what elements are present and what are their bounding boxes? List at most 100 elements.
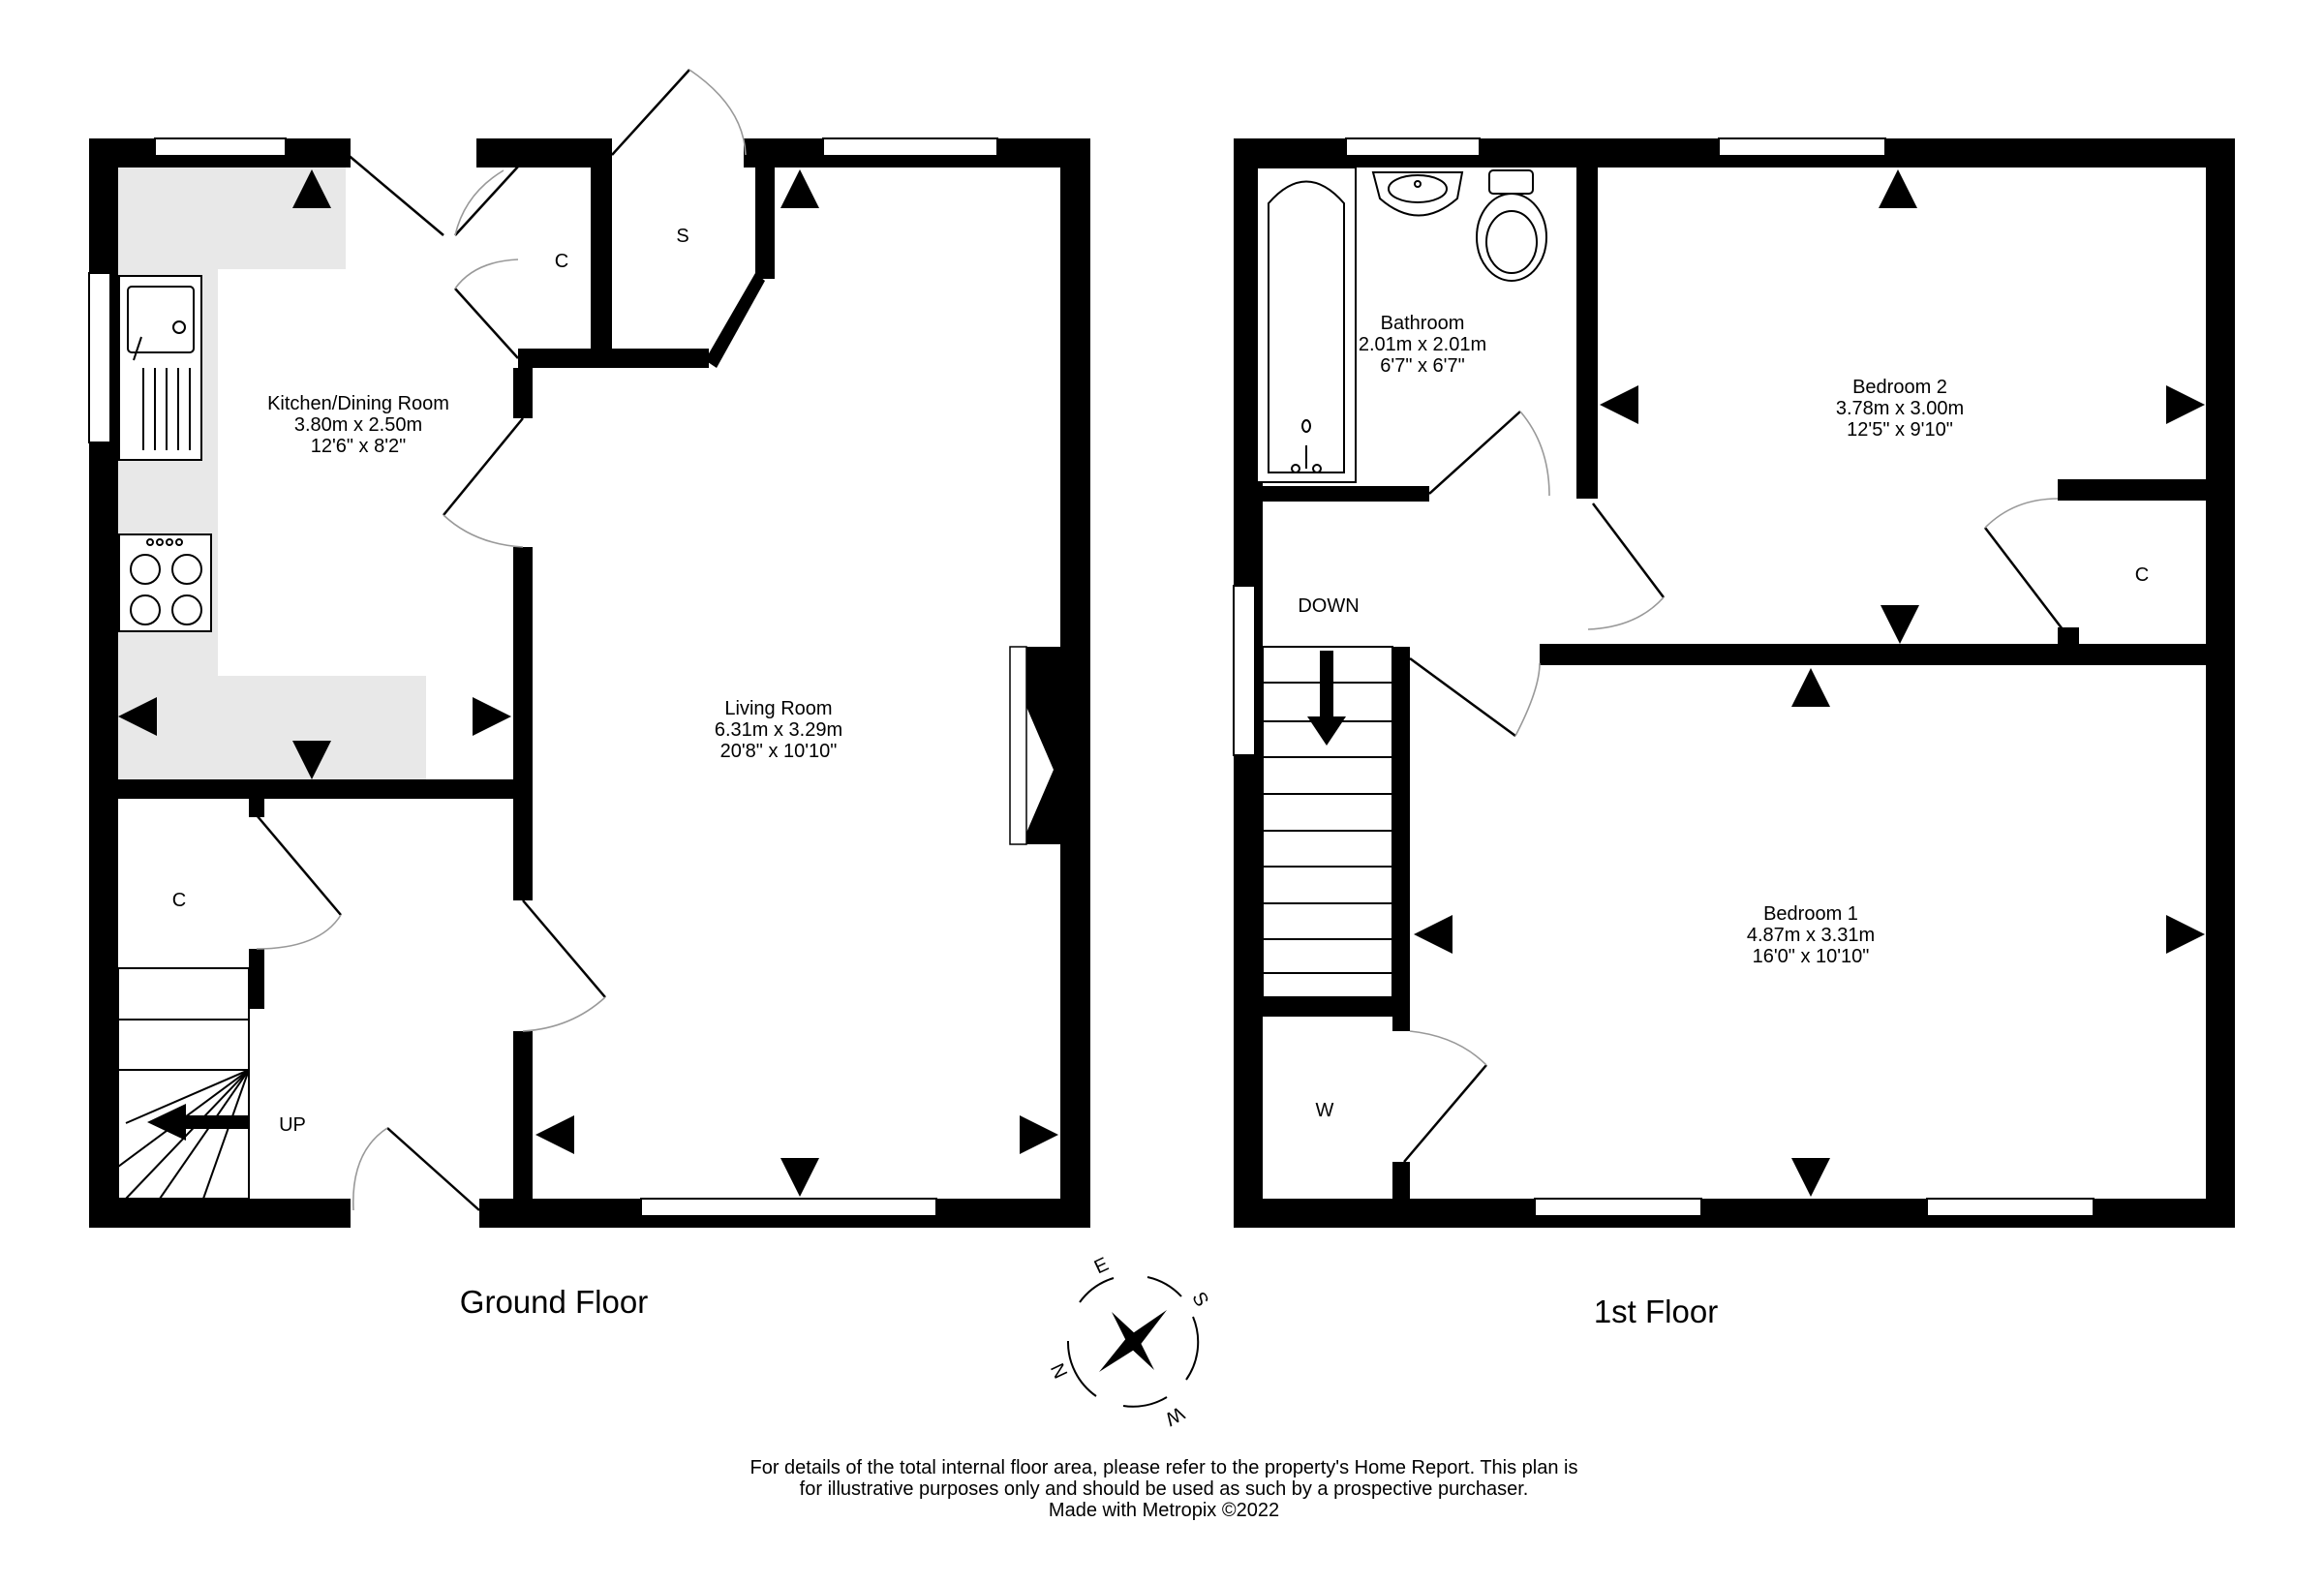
door-hall-cupboard xyxy=(256,814,342,950)
room-name-kitchen: Kitchen/Dining Room xyxy=(267,393,449,414)
window xyxy=(1345,137,1481,157)
measure-arrow xyxy=(1600,385,1638,424)
stairs-label-up: UP xyxy=(279,1114,306,1136)
room-imperial-kitchen: 12'6" x 8'2" xyxy=(311,436,407,457)
door-bedroom2-cupboard xyxy=(1984,498,2064,630)
room-metric-bathroom: 2.01m x 2.01m xyxy=(1359,334,1486,355)
room-metric-bedroom2: 3.78m x 3.00m xyxy=(1836,398,1964,419)
compass-west: W xyxy=(1161,1402,1187,1430)
room-name-living: Living Room xyxy=(724,698,832,719)
wash-basin xyxy=(1371,171,1464,217)
toilet xyxy=(1476,169,1547,282)
room-label-cupboard: C xyxy=(2135,564,2149,586)
measure-arrow xyxy=(292,169,331,208)
room-name-bathroom: Bathroom xyxy=(1381,313,1465,334)
measure-arrow xyxy=(473,697,511,736)
compass-east: E xyxy=(1091,1254,1112,1279)
measure-arrow xyxy=(2166,385,2205,424)
window xyxy=(1534,1198,1702,1217)
door-front xyxy=(352,1127,480,1211)
stairs-down xyxy=(1262,646,1393,998)
wall-kitchen-hall xyxy=(118,779,533,799)
door-bedroom1 xyxy=(1409,656,1541,738)
wall-cupboard xyxy=(591,155,612,360)
room-name-bedroom2: Bedroom 2 xyxy=(1852,377,1947,398)
door-kitchen-back xyxy=(345,152,444,236)
floor-title-first: 1st Floor xyxy=(1594,1294,1718,1329)
window xyxy=(154,137,287,157)
wall-stub xyxy=(249,949,264,1009)
room-label-store: S xyxy=(676,226,688,247)
measure-arrow xyxy=(1414,915,1452,954)
stairs-up xyxy=(117,967,250,1200)
window xyxy=(88,272,111,443)
measure-arrow xyxy=(1881,605,1919,644)
measure-arrow xyxy=(1020,1115,1058,1154)
kitchen-floor-cutout xyxy=(218,269,513,676)
room-imperial-living: 20'8" x 10'10" xyxy=(720,741,838,762)
room-metric-living: 6.31m x 3.29m xyxy=(715,719,842,741)
window xyxy=(1718,137,1886,157)
measure-arrow xyxy=(292,741,331,779)
wall-bathroom-east xyxy=(1576,150,1598,499)
footer-line-1: For details of the total internal floor … xyxy=(750,1457,1578,1478)
measure-arrow xyxy=(780,1158,819,1197)
compass-north: N xyxy=(1048,1359,1073,1381)
measure-arrow xyxy=(1791,1158,1830,1197)
stairs-label-down: DOWN xyxy=(1298,595,1359,617)
wall-kitchen-living xyxy=(513,547,533,900)
wall-wardrobe xyxy=(1249,997,1410,1017)
fireplace-hearth xyxy=(1009,646,1027,845)
window xyxy=(640,1198,937,1217)
door-cupboard-double xyxy=(454,166,519,359)
wall-cupboard xyxy=(518,349,612,368)
room-imperial-bathroom: 6'7" x 6'7" xyxy=(1380,355,1464,377)
door-store xyxy=(611,69,747,156)
footer-line-3: Made with Metropix ©2022 xyxy=(1049,1500,1279,1521)
cooker-hob xyxy=(118,533,212,632)
wall-kitchen-living xyxy=(513,368,533,418)
first-floor-plan: Bathroom 2.01m x 2.01m 6'7" x 6'7" Bedro… xyxy=(1233,137,2235,1329)
ground-floor-plan: Kitchen/Dining Room 3.80m x 2.50m 12'6" … xyxy=(88,69,1090,1320)
wall-bed2-bed1 xyxy=(1540,644,2217,665)
fireplace xyxy=(1026,647,1060,844)
door-hall-living xyxy=(522,899,606,1032)
room-metric-kitchen: 3.80m x 2.50m xyxy=(294,414,422,436)
room-metric-bedroom1: 4.87m x 3.31m xyxy=(1747,925,1875,946)
wall-store xyxy=(755,165,775,279)
wall-bathroom-south xyxy=(1249,486,1429,502)
wall-south-hall xyxy=(89,1199,351,1228)
compass-needle xyxy=(1127,1335,1154,1370)
room-label-cupboard: C xyxy=(555,251,568,272)
compass-rose: E S W N xyxy=(1048,1254,1213,1430)
measure-arrow xyxy=(118,697,157,736)
measure-arrow xyxy=(780,169,819,208)
measure-arrow xyxy=(535,1115,574,1154)
floor-title-ground: Ground Floor xyxy=(460,1284,648,1320)
wall-hall-living xyxy=(513,1031,533,1228)
room-imperial-bedroom1: 16'0" x 10'10" xyxy=(1753,946,1870,967)
wall-store xyxy=(612,349,709,368)
wall-stub xyxy=(249,792,264,817)
wall-east xyxy=(2206,138,2235,1228)
wall-stub xyxy=(1392,997,1410,1031)
bathtub xyxy=(1256,167,1357,483)
door-bathroom xyxy=(1428,411,1550,497)
kitchen-sink xyxy=(118,275,202,461)
window xyxy=(1233,585,1256,756)
door-bedroom2 xyxy=(1587,503,1665,630)
room-label-wardrobe: W xyxy=(1316,1100,1334,1121)
room-label-cupboard-hall: C xyxy=(172,890,186,911)
wall-stairs xyxy=(1392,647,1410,1029)
measure-arrow xyxy=(2166,915,2205,954)
wall-cupboard xyxy=(2058,479,2217,501)
measure-arrow xyxy=(1879,169,1917,208)
room-imperial-bedroom2: 12'5" x 9'10" xyxy=(1847,419,1953,441)
room-name-bedroom1: Bedroom 1 xyxy=(1763,903,1858,925)
kitchen-floor-cutout-2 xyxy=(426,676,513,782)
measure-arrow xyxy=(1791,668,1830,707)
wall-north-cupboard xyxy=(476,138,612,168)
window xyxy=(1926,1198,2095,1217)
compass-south: S xyxy=(1187,1289,1212,1311)
